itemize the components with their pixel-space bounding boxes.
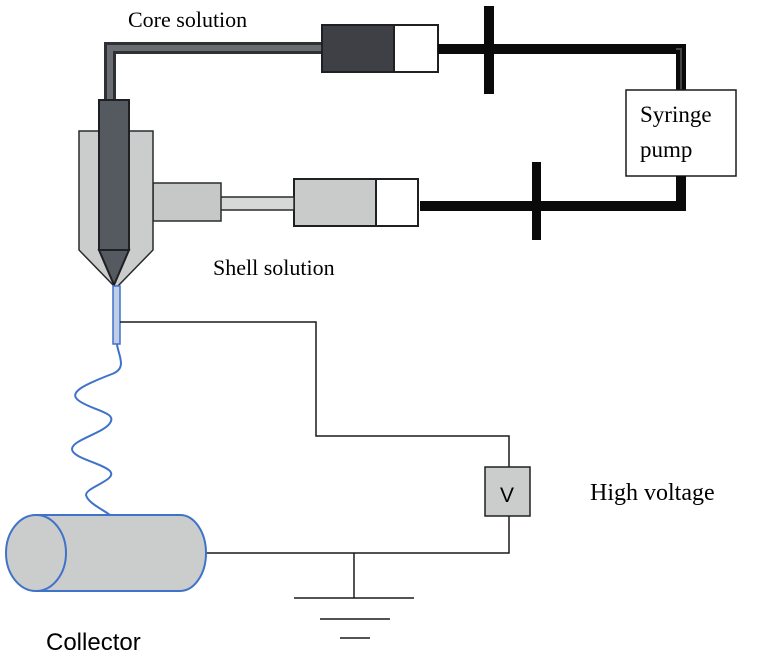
collector-label: Collector xyxy=(46,629,141,656)
shell-pump-link xyxy=(420,176,686,211)
shell-plunger-flange xyxy=(532,162,541,240)
fiber-jet xyxy=(70,343,122,516)
core-needle xyxy=(97,99,131,288)
syringe-pump-label-line1: Syringe xyxy=(640,102,712,127)
shell-solution-label: Shell solution xyxy=(213,255,335,280)
high-voltage-label: High voltage xyxy=(590,480,715,506)
core-syringe xyxy=(321,24,439,73)
high-voltage-source: V xyxy=(484,466,531,517)
core-plunger xyxy=(438,6,676,94)
voltmeter-symbol: V xyxy=(500,484,514,507)
collector-drum xyxy=(5,514,207,592)
syringe-pump: Syringe pump xyxy=(625,89,737,177)
shell-side-inlet xyxy=(152,182,222,222)
core-feed-tube xyxy=(104,42,322,104)
high-voltage-wiring xyxy=(120,321,510,554)
spinneret-tip xyxy=(112,285,121,345)
ground-symbol xyxy=(294,553,414,639)
shell-syringe xyxy=(293,178,419,227)
syringe-pump-label-line2: pump xyxy=(640,137,692,162)
core-solution-label: Core solution xyxy=(128,7,247,32)
core-pump-link xyxy=(676,44,686,90)
